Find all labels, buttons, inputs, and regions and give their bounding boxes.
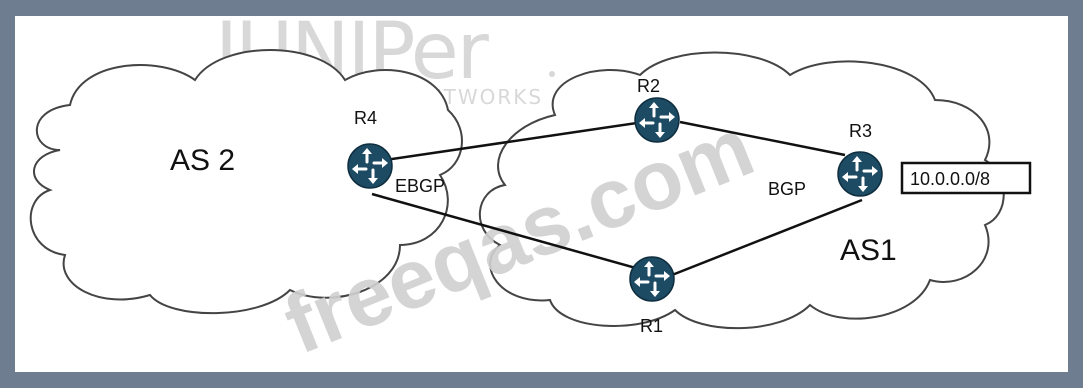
as2-label: AS 2 [170, 144, 235, 177]
links [371, 118, 863, 277]
router-r3-label: R3 [849, 121, 872, 141]
as1-cloud [478, 51, 1005, 330]
as2-cloud [29, 49, 463, 315]
router-r1-label: R1 [640, 316, 663, 336]
link-r2-r3 [679, 120, 846, 157]
prefix-label: 10.0.0.0/8 [910, 169, 990, 189]
bgp-label: BGP [768, 179, 806, 199]
router-r1-icon [628, 255, 676, 303]
link-r1-r3 [671, 198, 863, 277]
ebgp-label: EBGP [395, 176, 445, 196]
router-r3-icon [836, 150, 884, 198]
router-r4-icon [346, 142, 394, 190]
link-r4-r1 [371, 192, 651, 274]
router-r2-label: R2 [637, 76, 660, 96]
link-r4-r2 [371, 118, 658, 164]
as1-label: AS1 [840, 234, 897, 267]
prefix-box: 10.0.0.0/8 [900, 161, 1032, 195]
router-r4-label: R4 [354, 108, 377, 128]
router-r2-icon [633, 96, 681, 144]
